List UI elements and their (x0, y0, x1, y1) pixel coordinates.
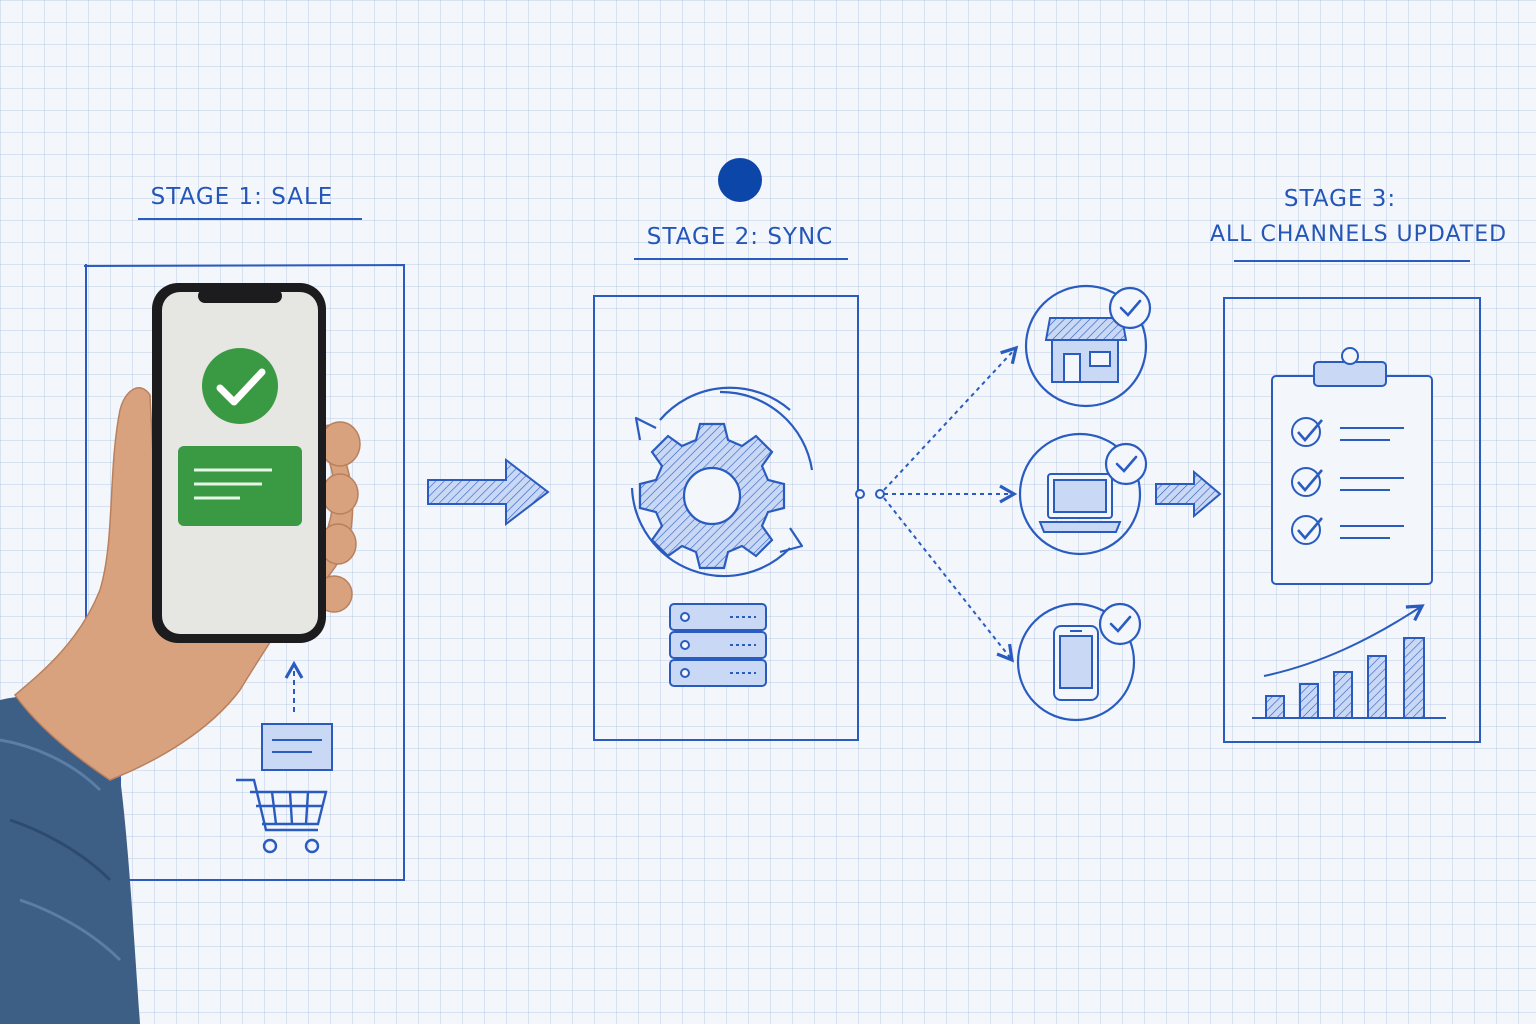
stage-2-title: STAGE 2: SYNC (646, 224, 834, 250)
stage-2-panel (593, 295, 859, 741)
arrow-channels-to-updated (1155, 469, 1222, 519)
stage-3-title-underline (1234, 260, 1470, 262)
laptop-icon (1038, 473, 1122, 533)
stage-3-panel (1223, 297, 1481, 743)
indicator-dot (718, 158, 762, 202)
stage-2-title-underline (634, 258, 848, 260)
shopping-cart-icon (236, 778, 328, 854)
server-icon (669, 603, 767, 687)
order-receipt-icon (261, 660, 333, 771)
smartphone (152, 283, 326, 643)
arrow-sale-to-sync (427, 457, 550, 527)
storefront-icon (1044, 317, 1128, 383)
phone-notch (198, 289, 282, 303)
growth-bar-chart-icon (1252, 604, 1446, 719)
stage-3-title-line-2: ALL CHANNELS UPDATED (1210, 222, 1508, 247)
hand (13, 387, 361, 781)
channel-smartphone (1016, 602, 1142, 722)
arm-sleeve (0, 696, 140, 1024)
order-confirmation-card (178, 446, 302, 526)
channel-storefront (1024, 284, 1152, 408)
check-badge-icon (1098, 602, 1142, 646)
clipboard-checklist-icon (1271, 347, 1433, 585)
check-badge-icon (1108, 286, 1152, 330)
sync-cycle-icon (630, 386, 814, 578)
stage-1-title: STAGE 1: SALE (150, 184, 334, 210)
sync-connectors (855, 345, 1019, 663)
stage-3-title-line-1: STAGE 3: (1283, 186, 1397, 212)
stage-1-title-underline (138, 218, 362, 220)
gear-icon (638, 422, 786, 570)
channel-laptop (1018, 432, 1148, 556)
checkmark-icon (202, 348, 278, 424)
smartphone-icon (1053, 625, 1099, 701)
check-badge-icon (1104, 442, 1148, 486)
